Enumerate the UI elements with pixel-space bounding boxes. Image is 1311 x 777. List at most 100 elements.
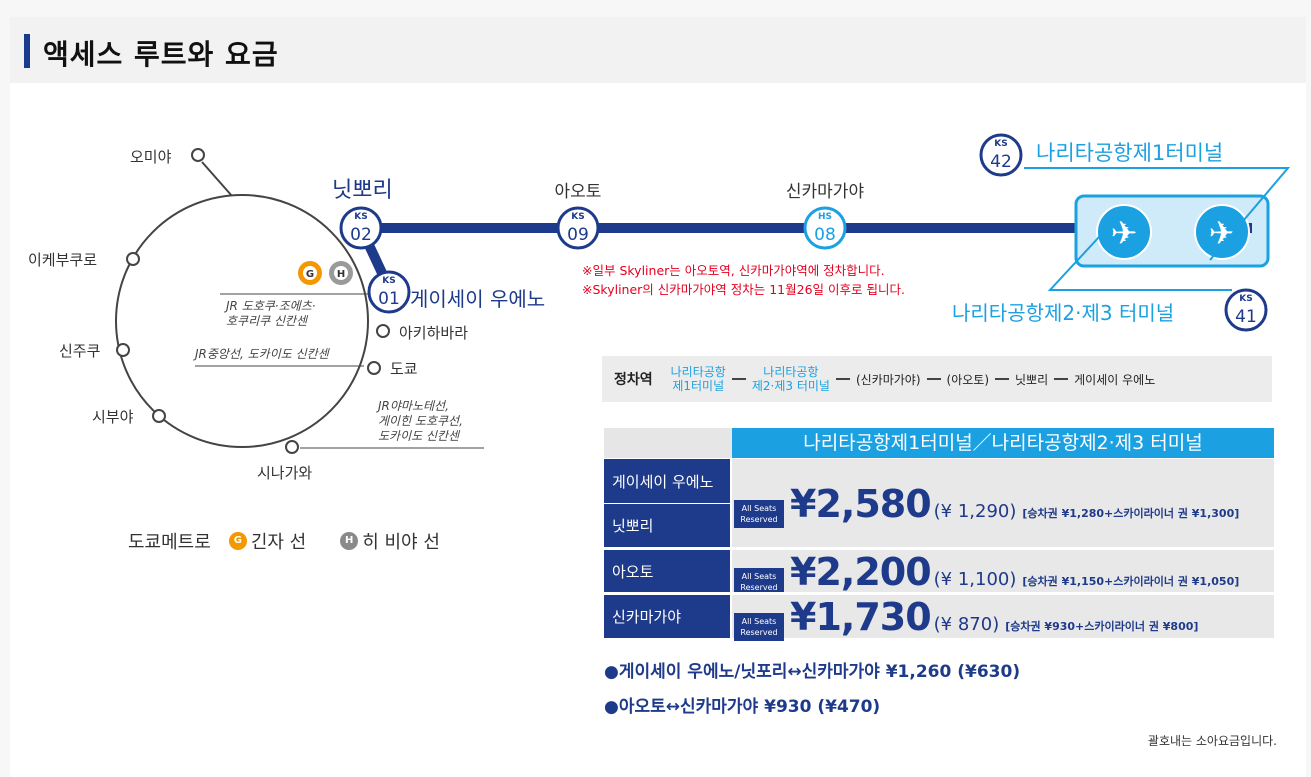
extra-fare-2: ●아오토↔신카마가야 ¥930 (¥470): [604, 697, 881, 717]
stop-connector: [835, 378, 850, 380]
row-station-nippori: 닛뽀리: [604, 504, 730, 547]
stop-connector: [731, 378, 746, 380]
fare-detail: [승차권 ¥930+스카이라이너 권 ¥800]: [1005, 620, 1199, 633]
station-aoto-label: 아오토: [555, 182, 602, 202]
omiya-branch: [201, 161, 233, 197]
note-line-2: ※Skyliner의 신카마가야역 정차는 11월26일 이후로 됩니다.: [582, 282, 905, 297]
fare-child: (¥ 1,290): [933, 501, 1017, 522]
badge-nippori: KS 02: [339, 206, 383, 250]
stop-connector: [995, 378, 1010, 380]
fare-price: ¥2,200: [790, 550, 932, 594]
station-tokyo-label: 도쿄: [390, 360, 418, 378]
hibiya-legend-icon: H: [340, 532, 359, 550]
fare-table-header: 나리타공항제1터미널／나리타공항제2·제3 터미널: [732, 428, 1274, 458]
metro-legend: 도쿄메트로 G 긴자 선 H 히 비야 선: [128, 528, 440, 554]
jr-joetsu-label-1: JR 도호쿠·조에츠·: [224, 299, 316, 313]
table-row: [732, 459, 1274, 547]
svg-text:KS: KS: [382, 276, 395, 286]
svg-text:HS: HS: [818, 212, 832, 222]
station-shinkamagaya-label: 신카마가야: [786, 182, 865, 202]
jr-yamanote-label-1: JR야마노테선,: [376, 399, 449, 413]
jr-chuo-label: JR중앙선, 도카이도 신칸센: [193, 347, 331, 361]
airport-t23-circle: [1194, 204, 1250, 260]
row-station-shinkamagaya: 신카마가야: [604, 595, 730, 638]
station-shinagawa-marker: [285, 440, 299, 454]
stop-aoto: (아오토): [946, 372, 990, 387]
row-station-aoto: 아오토: [604, 550, 730, 592]
legend-hibiya: 히 비야 선: [362, 532, 440, 553]
svg-text:G: G: [306, 269, 314, 280]
station-shinjuku-label: 신주쿠: [59, 342, 100, 360]
fare-table-corner: [604, 428, 732, 458]
legend-label: 도쿄메트로: [128, 532, 211, 553]
station-t23-label: 나리타공항제2·제3 터미널: [952, 301, 1174, 325]
footnote: 괄호내는 소아요금입니다.: [1147, 734, 1277, 748]
svg-text:02: 02: [350, 225, 372, 245]
station-ikebukuro-label: 이케부쿠로: [28, 251, 97, 269]
jr-joetsu-label-2: 호쿠리쿠 신칸센: [226, 314, 309, 328]
t1-leader-line: [1024, 167, 1291, 261]
badge-ueno: KS 01: [367, 270, 411, 314]
section-header: 액세스 루트와 요금: [10, 17, 1306, 83]
svg-text:H: H: [337, 269, 345, 280]
row-station-ueno: 게이세이 우에노: [604, 459, 730, 503]
stop-ueno: 게이세이 우에노: [1074, 372, 1156, 387]
t23-leader-line: [1047, 209, 1232, 291]
station-omiya-marker: [191, 148, 205, 162]
fare-table: 나리타공항제1터미널／나리타공항제2·제3 터미널 게이세이 우에노 닛뽀리 A…: [604, 428, 1274, 641]
badge-aoto: KS 09: [556, 206, 600, 250]
svg-text:09: 09: [567, 225, 589, 245]
extra-fare-1: ●게이세이 우에노/닛포리↔신카마가야 ¥1,260 (¥630): [604, 662, 1021, 682]
badge-t23: KS 41: [1224, 288, 1268, 332]
station-akihabara-marker: [376, 324, 390, 338]
page-title: 액세스 루트와 요금: [43, 38, 279, 71]
fare-detail: [승차권 ¥1,150+스카이라이너 권 ¥1,050]: [1022, 575, 1240, 588]
note-line-1: ※일부 Skyliner는 아오토역, 신카마가야역에 정차합니다.: [582, 263, 885, 278]
table-row: [732, 550, 1274, 592]
table-row: [732, 595, 1274, 638]
stop-nippori: 닛뽀리: [1015, 372, 1049, 387]
station-omiya-label: 오미야: [130, 148, 172, 166]
svg-text:KS: KS: [994, 139, 1007, 149]
badge-shinkamagaya: HS 08: [803, 206, 847, 250]
station-tokyo-marker: [367, 361, 381, 375]
stop-connector: [1054, 378, 1069, 380]
station-shinagawa-label: 시나가와: [257, 464, 312, 482]
airport-t1-circle: [1096, 204, 1152, 260]
svg-text:KS: KS: [1239, 294, 1252, 304]
station-akihabara-label: 아키하바라: [399, 324, 468, 342]
ginza-legend-icon: G: [228, 532, 247, 550]
fare-price: ¥2,580: [790, 482, 932, 526]
station-ueno-label: 게이세이 우에노: [410, 287, 545, 311]
stop-connector: [926, 378, 941, 380]
svg-text:KS: KS: [571, 212, 584, 222]
legend-ginza: 긴자 선: [250, 532, 307, 553]
station-shinjuku-marker: [116, 343, 130, 357]
fare-detail: [승차권 ¥1,280+스카이라이너 권 ¥1,300]: [1022, 507, 1240, 520]
fare-price: ¥1,730: [790, 595, 932, 639]
svg-text:01: 01: [378, 289, 400, 309]
svg-text:08: 08: [814, 225, 836, 245]
fare-child: (¥ 1,100): [933, 569, 1017, 590]
header-accent-bar: [24, 34, 30, 68]
fare-child: (¥ 870): [933, 614, 1000, 635]
svg-text:41: 41: [1235, 307, 1257, 327]
jr-yamanote-label-2: 게이힌 도호쿠선,: [378, 414, 463, 428]
station-nippori-label: 닛뽀리: [332, 178, 393, 203]
station-ikebukuro-marker: [126, 252, 140, 266]
badge-t1: KS 42: [979, 133, 1023, 177]
jr-yamanote-label-3: 도카이도 신칸센: [378, 429, 461, 443]
svg-text:42: 42: [990, 152, 1012, 172]
station-shibuya-marker: [152, 409, 166, 423]
station-shibuya-label: 시부야: [92, 408, 134, 426]
